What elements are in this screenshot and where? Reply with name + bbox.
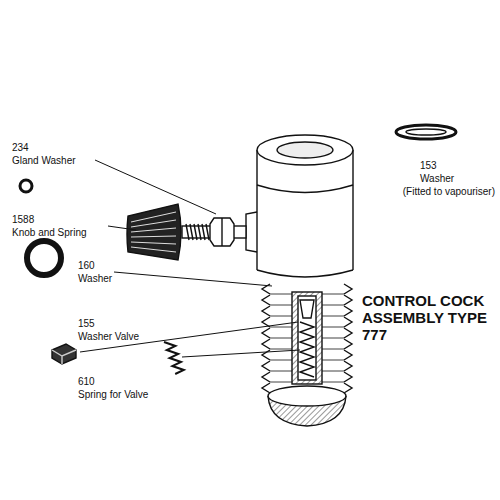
washer-153-hole <box>406 129 446 135</box>
knob <box>127 204 181 260</box>
stem-boss <box>246 212 257 252</box>
inner-spring <box>300 322 314 377</box>
part-name: Knob and Spring <box>12 227 87 239</box>
callout-number: 153 <box>420 160 437 172</box>
part-name: Gland Washer <box>12 155 76 167</box>
leader-lines <box>80 160 300 357</box>
part-name: (Fitted to vapouriser) <box>403 186 495 198</box>
part-name: Washer Valve <box>78 331 139 343</box>
stem-spring <box>186 224 209 240</box>
washer-153 <box>396 125 456 139</box>
part-name: Spring for Valve <box>78 389 148 401</box>
inner-valve <box>300 300 314 318</box>
callout-number: 155 <box>78 318 95 330</box>
thread-fins <box>262 284 352 393</box>
callout-number: 1588 <box>12 214 34 226</box>
body-cylinder <box>257 150 353 270</box>
washer-valve <box>52 344 76 364</box>
cutaway <box>292 292 322 384</box>
body-top <box>257 135 353 165</box>
part-name: Washer <box>420 173 454 185</box>
callout-number: 160 <box>78 260 95 272</box>
washer-160 <box>27 241 61 275</box>
valve-spring <box>164 342 184 374</box>
callout-number: 234 <box>12 142 29 154</box>
callout-number: 610 <box>78 376 95 388</box>
part-name: Washer <box>78 273 112 285</box>
gland-washer <box>20 180 32 192</box>
assembly-title: CONTROL COCK ASSEMBLY TYPE 777 <box>362 292 492 343</box>
gland-nut <box>210 218 234 246</box>
